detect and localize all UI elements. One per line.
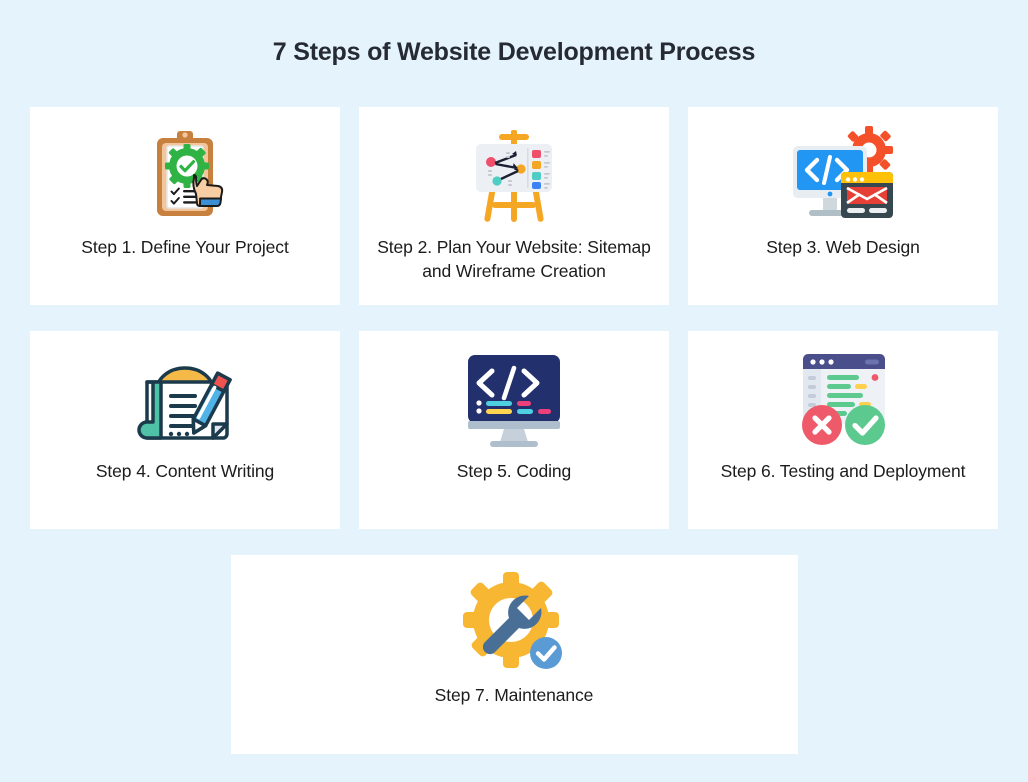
step-card-4: Step 4. Content Writing	[30, 331, 340, 529]
step-label-3: Step 3. Web Design	[766, 237, 920, 257]
step-card-5: Step 5. Coding	[359, 331, 669, 529]
step-label-6: Step 6. Testing and Deployment	[720, 461, 966, 481]
monitor-code-lines-icon	[359, 341, 669, 459]
steps-grid: Step 1. Define Your Project	[30, 107, 999, 754]
step-card-3: Step 3. Web Design	[688, 107, 998, 305]
step-label-5: Step 5. Coding	[456, 461, 572, 481]
step-card-7: Step 7. Maintenance	[230, 555, 798, 754]
step-card-1: Step 1. Define Your Project	[30, 107, 340, 305]
monitor-code-gear-browser-icon	[688, 117, 998, 235]
step-card-2: Step 2. Plan Your Website: Sitemap and W…	[359, 107, 669, 305]
page-title: 7 Steps of Website Development Process	[272, 38, 756, 66]
step-label-4: Step 4. Content Writing	[95, 461, 275, 481]
clipboard-gear-hand-icon	[30, 117, 340, 235]
step-label-1: Step 1. Define Your Project	[81, 237, 289, 257]
document-pencil-icon	[30, 341, 340, 459]
browser-check-cross-icon	[688, 341, 998, 459]
step-row-bottom: Step 7. Maintenance	[30, 555, 998, 754]
gear-wrench-check-icon	[231, 565, 798, 683]
easel-sitemap-icon	[359, 117, 669, 235]
step-label-2: Step 2. Plan Your Website: Sitemap and W…	[377, 237, 651, 281]
step-card-6: Step 6. Testing and Deployment	[688, 331, 998, 529]
step-label-7: Step 7. Maintenance	[434, 685, 594, 705]
